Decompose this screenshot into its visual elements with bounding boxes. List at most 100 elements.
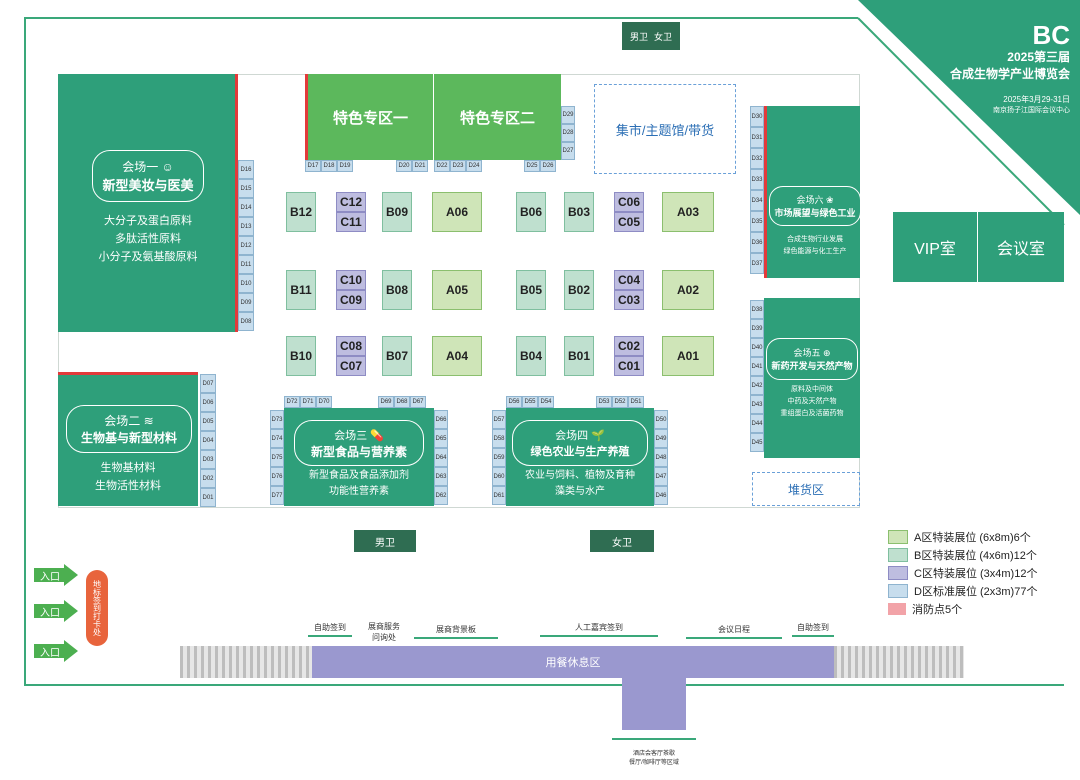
meeting-room[interactable]: 会议室 [978, 212, 1064, 282]
booth-d06[interactable]: D06 [200, 393, 216, 412]
booth-d45[interactable]: D45 [750, 433, 764, 452]
booth-d63[interactable]: D63 [434, 467, 448, 486]
booth-d20[interactable]: D20 [396, 160, 412, 172]
restroom-bottom-women[interactable]: 女卫 [590, 530, 654, 552]
service-point[interactable]: 自助签到 [792, 622, 834, 637]
booth-c12[interactable]: C12 [336, 192, 366, 212]
booth-d69[interactable]: D69 [378, 396, 394, 408]
booth-b09[interactable]: B09 [382, 192, 412, 232]
booth-d22[interactable]: D22 [434, 160, 450, 172]
booth-d61[interactable]: D61 [492, 486, 506, 505]
booth-d75[interactable]: D75 [270, 448, 284, 467]
booth-d13[interactable]: D13 [238, 217, 254, 236]
entrance-1[interactable]: 入口 [34, 564, 78, 586]
booth-d11[interactable]: D11 [238, 255, 254, 274]
booth-d38[interactable]: D38 [750, 300, 764, 319]
booth-d57[interactable]: D57 [492, 410, 506, 429]
booth-d14[interactable]: D14 [238, 198, 254, 217]
booth-b03[interactable]: B03 [564, 192, 594, 232]
booth-d17[interactable]: D17 [305, 160, 321, 172]
booth-d49[interactable]: D49 [654, 429, 668, 448]
booth-d64[interactable]: D64 [434, 448, 448, 467]
booth-b07[interactable]: B07 [382, 336, 412, 376]
booth-d71[interactable]: D71 [300, 396, 316, 408]
booth-d58[interactable]: D58 [492, 429, 506, 448]
hall-5[interactable]: 会场五 ⊕ 新药开发与天然产物 原料及中间体 中药及天然产物 重组蛋白及活菌药物 [764, 298, 860, 458]
booth-c03[interactable]: C03 [614, 290, 644, 310]
booth-a01[interactable]: A01 [662, 336, 714, 376]
booth-d26[interactable]: D26 [540, 160, 556, 172]
booth-d01[interactable]: D01 [200, 488, 216, 507]
booth-d23[interactable]: D23 [450, 160, 466, 172]
booth-d65[interactable]: D65 [434, 429, 448, 448]
booth-c05[interactable]: C05 [614, 212, 644, 232]
booth-b10[interactable]: B10 [286, 336, 316, 376]
booth-d24[interactable]: D24 [466, 160, 482, 172]
booth-d34[interactable]: D34 [750, 190, 764, 211]
booth-d02[interactable]: D02 [200, 469, 216, 488]
booth-d12[interactable]: D12 [238, 236, 254, 255]
restroom-bottom-men[interactable]: 男卫 [354, 530, 416, 552]
booth-d46[interactable]: D46 [654, 486, 668, 505]
booth-b11[interactable]: B11 [286, 270, 316, 310]
booth-d04[interactable]: D04 [200, 431, 216, 450]
booth-d25[interactable]: D25 [524, 160, 540, 172]
hall-1[interactable]: 会场一 ☺ 新型美妆与医美 大分子及蛋白原料 多肽活性原料 小分子及氨基酸原料 [58, 74, 238, 332]
booth-d10[interactable]: D10 [238, 274, 254, 293]
booth-c09[interactable]: C09 [336, 290, 366, 310]
booth-d30[interactable]: D30 [750, 106, 764, 127]
feature-zone-1[interactable]: 特色专区一 [305, 74, 433, 160]
hall-4[interactable]: 会场四 🌱 绿色农业与生产养殖 农业与饲料、植物及育种 藻类与水产 [506, 408, 654, 506]
booth-d51[interactable]: D51 [628, 396, 644, 408]
booth-d70[interactable]: D70 [316, 396, 332, 408]
booth-d53[interactable]: D53 [596, 396, 612, 408]
booth-d73[interactable]: D73 [270, 410, 284, 429]
booth-d18[interactable]: D18 [321, 160, 337, 172]
service-point[interactable]: 自助签到 [308, 622, 352, 637]
booth-d74[interactable]: D74 [270, 429, 284, 448]
booth-d37[interactable]: D37 [750, 253, 764, 274]
service-point[interactable]: 展商背景板 [414, 624, 498, 639]
hall-3[interactable]: 会场三 💊 新型食品与营养素 新型食品及食品添加剂 功能性营养素 [284, 408, 434, 506]
booth-d42[interactable]: D42 [750, 376, 764, 395]
booth-d43[interactable]: D43 [750, 395, 764, 414]
booth-d39[interactable]: D39 [750, 319, 764, 338]
booth-c08[interactable]: C08 [336, 336, 366, 356]
booth-b04[interactable]: B04 [516, 336, 546, 376]
booth-c02[interactable]: C02 [614, 336, 644, 356]
booth-d55[interactable]: D55 [522, 396, 538, 408]
booth-d28[interactable]: D28 [561, 124, 575, 142]
booth-c01[interactable]: C01 [614, 356, 644, 376]
booth-d15[interactable]: D15 [238, 179, 254, 198]
booth-d05[interactable]: D05 [200, 412, 216, 431]
booth-d08[interactable]: D08 [238, 312, 254, 331]
booth-b12[interactable]: B12 [286, 192, 316, 232]
photo-spot[interactable]: 地标签到打卡处 [86, 570, 108, 646]
booth-b02[interactable]: B02 [564, 270, 594, 310]
booth-d47[interactable]: D47 [654, 467, 668, 486]
booth-d31[interactable]: D31 [750, 127, 764, 148]
booth-b08[interactable]: B08 [382, 270, 412, 310]
booth-d77[interactable]: D77 [270, 486, 284, 505]
booth-d03[interactable]: D03 [200, 450, 216, 469]
booth-d40[interactable]: D40 [750, 338, 764, 357]
booth-d33[interactable]: D33 [750, 169, 764, 190]
booth-d16[interactable]: D16 [238, 160, 254, 179]
booth-b01[interactable]: B01 [564, 336, 594, 376]
booth-b05[interactable]: B05 [516, 270, 546, 310]
booth-a05[interactable]: A05 [432, 270, 482, 310]
booth-d07[interactable]: D07 [200, 374, 216, 393]
booth-d72[interactable]: D72 [284, 396, 300, 408]
booth-d67[interactable]: D67 [410, 396, 426, 408]
booth-d68[interactable]: D68 [394, 396, 410, 408]
vip-room[interactable]: VIP室 [893, 212, 977, 282]
hall-2[interactable]: 会场二 ≋ 生物基与新型材料 生物基材料 生物活性材料 [58, 372, 198, 506]
booth-d41[interactable]: D41 [750, 357, 764, 376]
booth-d19[interactable]: D19 [337, 160, 353, 172]
service-point[interactable]: 会议日程 [686, 624, 782, 639]
booth-d48[interactable]: D48 [654, 448, 668, 467]
hall-6[interactable]: 会场六 ❀ 市场展望与绿色工业 合成生物行业发展 绿色能源与化工生产 [764, 106, 861, 278]
booth-c07[interactable]: C07 [336, 356, 366, 376]
market-zone[interactable]: 集市/主题馆/带货 [594, 84, 736, 174]
booth-d21[interactable]: D21 [412, 160, 428, 172]
